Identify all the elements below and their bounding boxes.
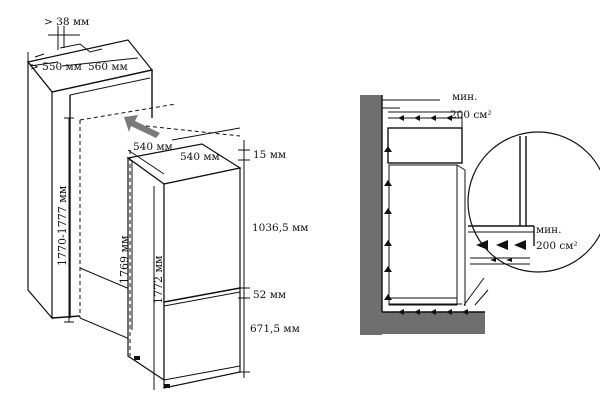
insertion-arrow-icon <box>124 115 160 138</box>
cabinet-section <box>382 99 468 315</box>
label-inner-height: 1769 мм <box>118 235 131 284</box>
insertion-arrow-shape <box>124 115 160 138</box>
label-vent-bottom-min: мин. <box>536 224 562 236</box>
airflow-arrow-icons <box>384 115 468 315</box>
label-vent-bottom-area: 200 см² <box>536 240 578 252</box>
label-top-gap: 15 мм <box>253 149 286 161</box>
label-gap-min: > 38 мм <box>44 16 89 28</box>
label-upper-door: 1036,5 мм <box>252 222 308 234</box>
label-appliance-height: 1772 мм <box>152 255 165 304</box>
wall-section <box>360 95 485 335</box>
label-vent-top-min: мин. <box>452 91 478 103</box>
detail-arrow-icons <box>476 240 526 262</box>
label-vent-top-area: 200 см² <box>450 109 492 121</box>
label-depth-550: > 550 мм <box>30 61 82 73</box>
label-appliance-depth: 540 мм <box>133 141 173 153</box>
label-niche-height: 1770-1777 мм <box>56 185 69 266</box>
detail-magnifier <box>463 131 600 306</box>
fridge-appliance <box>126 125 242 389</box>
label-lower-door: 671,5 мм <box>250 323 300 335</box>
label-door-gap: 52 мм <box>253 289 286 301</box>
label-appliance-width: 540 мм <box>180 151 220 163</box>
label-width-560: 560 мм <box>88 61 128 73</box>
left-dimension-lines <box>27 26 250 390</box>
